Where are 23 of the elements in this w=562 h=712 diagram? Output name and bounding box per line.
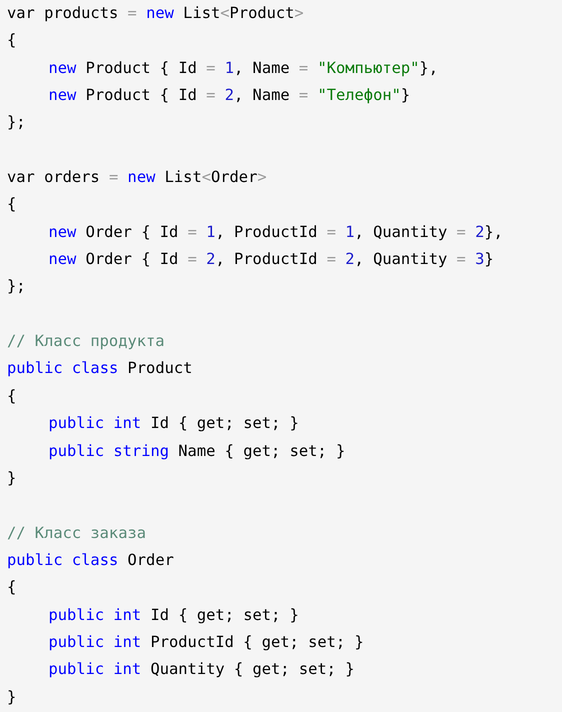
code-line: public int ProductId { get; set; }	[48, 632, 364, 653]
code-line: public class Order	[7, 550, 174, 571]
code-line: // Класс заказа	[7, 522, 146, 544]
code-line: var orders = new List<Order>	[7, 167, 267, 188]
code-line: {	[7, 194, 16, 216]
code-line: new Product { Id = 2, Name = "Телефон"}	[48, 85, 410, 106]
code-line: new Order { Id = 1, ProductId = 1, Quantity = 2},	[48, 222, 503, 243]
code-line: }	[7, 468, 16, 489]
code-line: {	[7, 577, 16, 598]
code-line: }	[7, 686, 16, 708]
code-line: public string Name { get; set; }	[48, 440, 346, 462]
code-line: public int Quantity { get; set; }	[48, 659, 354, 680]
code-line: public int Id { get; set; }	[48, 413, 299, 434]
code-line: var products = new List<Product>	[7, 3, 304, 24]
code-line: {	[7, 30, 16, 52]
code-line: public class Product	[7, 358, 192, 380]
code-line: };	[7, 276, 26, 298]
code-line: // Класс продукта	[7, 331, 165, 352]
code-line: public int Id { get; set; }	[48, 604, 299, 626]
code-line: new Order { Id = 2, ProductId = 2, Quantity = 3}	[48, 249, 494, 270]
code-line: };	[7, 112, 26, 134]
code-line: {	[7, 386, 16, 407]
code-line: new Product { Id = 1, Name = "Компьютер"},	[48, 58, 438, 79]
